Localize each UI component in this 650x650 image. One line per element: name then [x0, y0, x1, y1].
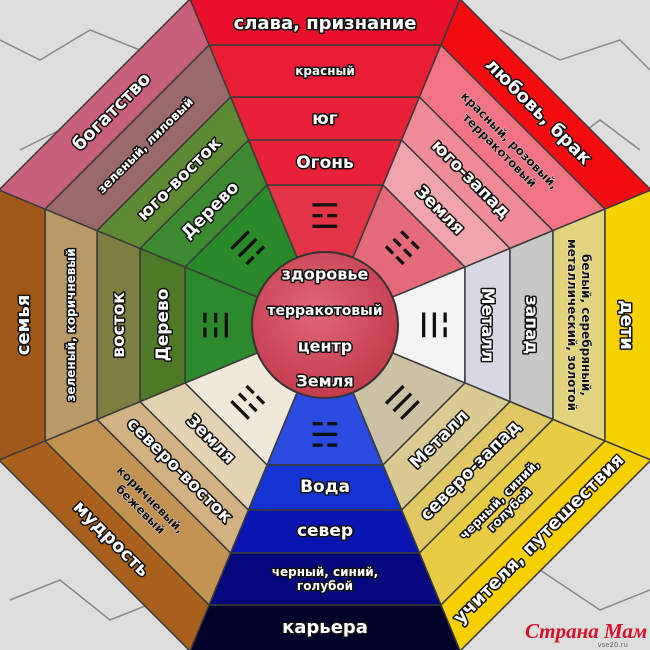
center-circle	[251, 251, 399, 399]
sector-north-aspiration-label: карьера	[282, 617, 368, 638]
center-line: центр	[298, 337, 353, 356]
sector-northwest-band-aspiration	[440, 440, 650, 650]
sector-west-element-label: Металл	[477, 288, 497, 363]
trigram-icon: ☱	[413, 310, 453, 340]
sector-east-aspiration-label: семья	[13, 295, 34, 356]
sector-southeast-band-aspiration	[0, 0, 210, 210]
sector-southwest-band-aspiration	[440, 0, 650, 210]
sector-west-band-aspiration	[604, 189, 650, 461]
watermark-url: vse20.ru	[597, 641, 628, 649]
sector-east-element-label: Дерево	[153, 289, 173, 362]
sector-east-band-aspiration	[0, 189, 46, 461]
watermark-logo: Страна Мам	[525, 619, 647, 643]
center-line: здоровье	[282, 265, 369, 284]
center-line: Земля	[296, 372, 353, 391]
sector-west-direction-label: запад	[521, 296, 541, 354]
sector-west-aspiration-label: дети	[617, 300, 638, 350]
sector-north-direction-label: север	[297, 521, 353, 541]
sector-northeast-band-aspiration	[0, 440, 210, 650]
sector-south-colors-label: красный	[295, 64, 355, 78]
sector-south-aspiration-label: слава, признание	[234, 13, 417, 34]
sector-south-direction-label: юг	[312, 109, 338, 129]
center-line: терракотовый	[267, 303, 382, 319]
sector-east-direction-label: восток	[109, 292, 129, 358]
sector-east-colors-label: зеленый, коричневый	[64, 248, 78, 401]
trigram-icon: ☳	[197, 310, 237, 340]
sector-north-colors-label: черный, синий,голубой	[272, 565, 378, 593]
trigram-icon: ☲	[310, 197, 340, 237]
sector-west-colors-label: белый, серебряный,металлический, золотой	[565, 239, 593, 411]
trigram-icon: ☵	[310, 413, 340, 453]
sector-north-element-label: Вода	[300, 477, 350, 497]
sector-south-element-label: Огонь	[296, 153, 354, 173]
sector-north-band-aspiration	[189, 604, 461, 650]
